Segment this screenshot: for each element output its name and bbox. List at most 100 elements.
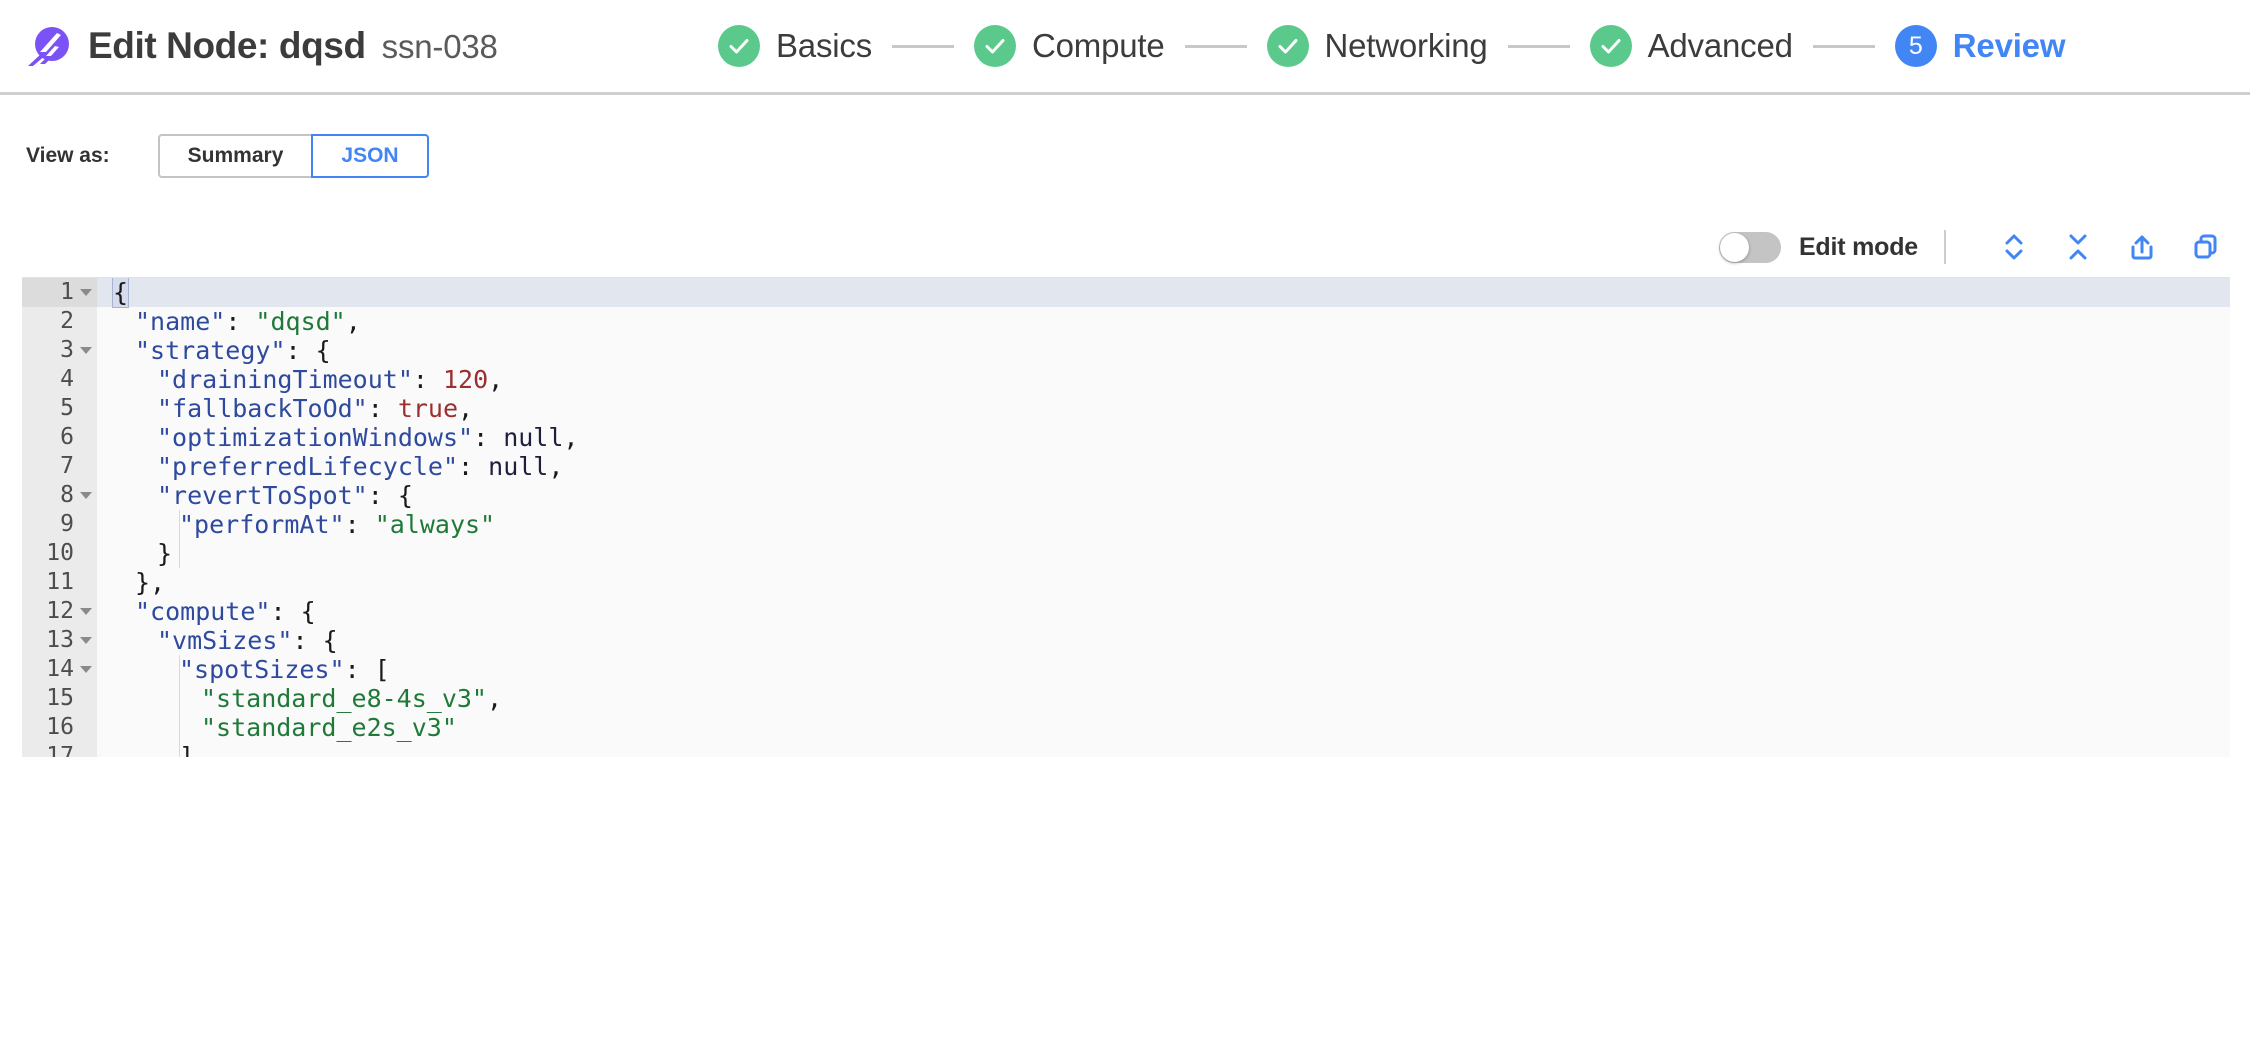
token-key: "name" bbox=[135, 307, 226, 336]
code-line-text: ], bbox=[97, 742, 2230, 757]
line-number-gutter: 8 bbox=[22, 481, 97, 510]
step-compute[interactable]: Compute bbox=[974, 25, 1165, 67]
code-line[interactable]: 6 "optimizationWindows": null, bbox=[22, 423, 2230, 452]
edit-mode-toggle-knob bbox=[1719, 232, 1749, 262]
fold-toggle-icon[interactable] bbox=[79, 489, 93, 503]
line-number-gutter: 13 bbox=[22, 626, 97, 655]
token-punc: : bbox=[473, 423, 504, 452]
code-line[interactable]: 17], bbox=[22, 742, 2230, 757]
code-line-text: "standard_e8-4s_v3", bbox=[97, 684, 2230, 713]
view-as-summary-button[interactable]: Summary bbox=[157, 134, 314, 178]
expand-all-icon[interactable] bbox=[1992, 227, 2036, 267]
copy-icon[interactable] bbox=[2184, 227, 2228, 267]
indent-guide bbox=[179, 510, 180, 568]
fold-toggle-icon[interactable] bbox=[79, 286, 93, 300]
step-compute-check-icon bbox=[974, 25, 1016, 67]
line-number-gutter: 4 bbox=[22, 365, 97, 394]
code-line[interactable]: 12"compute": { bbox=[22, 597, 2230, 626]
token-punc: : [ bbox=[344, 655, 390, 684]
code-line[interactable]: 15 "standard_e8-4s_v3", bbox=[22, 684, 2230, 713]
line-number: 13 bbox=[46, 627, 74, 653]
code-line-text: "preferredLifecycle": null, bbox=[97, 452, 2230, 481]
token-punc: : bbox=[412, 365, 443, 394]
token-key: "optimizationWindows" bbox=[157, 423, 474, 452]
step-advanced[interactable]: Advanced bbox=[1589, 25, 1793, 67]
code-line-text: "drainingTimeout": 120, bbox=[97, 365, 2230, 394]
code-line[interactable]: 14"spotSizes": [ bbox=[22, 655, 2230, 684]
json-code-editor[interactable]: 1{2"name": "dqsd",3"strategy": {4"draini… bbox=[22, 277, 2230, 757]
fold-toggle-icon[interactable] bbox=[79, 663, 93, 677]
code-line[interactable]: 3 "strategy": { bbox=[22, 336, 2230, 365]
code-line-text: "strategy": { bbox=[97, 336, 2230, 365]
code-line[interactable]: 2"name": "dqsd", bbox=[22, 307, 2230, 336]
line-number: 9 bbox=[60, 511, 74, 537]
token-key: "strategy" bbox=[135, 336, 286, 365]
code-line[interactable]: 1{ bbox=[22, 278, 2230, 308]
code-line[interactable]: 13 "vmSizes": { bbox=[22, 626, 2230, 655]
line-number: 6 bbox=[60, 424, 74, 450]
step-basics[interactable]: Basics bbox=[718, 25, 872, 67]
code-line[interactable]: 16"standard_e2s_v3" bbox=[22, 713, 2230, 742]
code-line-text: "vmSizes": { bbox=[97, 626, 2230, 655]
token-str: "standard_e8-4s_v3" bbox=[201, 684, 487, 713]
token-punc: , bbox=[488, 365, 504, 394]
code-line-text: "spotSizes": [ bbox=[97, 655, 2230, 684]
token-punc: : { bbox=[292, 626, 338, 655]
code-line[interactable]: 11}, bbox=[22, 568, 2230, 597]
indent-guide bbox=[179, 655, 180, 757]
code-line-text: "optimizationWindows": null, bbox=[97, 423, 2230, 452]
token-key: "revertToSpot" bbox=[157, 481, 368, 510]
wizard-stepper: Basics Compute Networking Advanced bbox=[700, 0, 2066, 92]
code-line[interactable]: 10} bbox=[22, 539, 2230, 568]
code-line[interactable]: 8 "revertToSpot": { bbox=[22, 481, 2230, 510]
view-as-label: View as: bbox=[26, 144, 110, 167]
step-advanced-label: Advanced bbox=[1647, 27, 1793, 64]
line-number: 8 bbox=[60, 482, 74, 508]
token-str: "dqsd" bbox=[255, 307, 346, 336]
code-line-text: }, bbox=[97, 568, 2230, 597]
token-punc: : bbox=[344, 510, 375, 539]
fold-toggle-icon[interactable] bbox=[79, 605, 93, 619]
editor-toolbar: Edit mode bbox=[0, 223, 2250, 271]
code-line[interactable]: 9"performAt": "always" bbox=[22, 510, 2230, 539]
code-line-text: "revertToSpot": { bbox=[97, 481, 2230, 510]
view-as-segmented-control[interactable]: Summary JSON bbox=[157, 134, 429, 178]
fold-toggle-icon[interactable] bbox=[79, 634, 93, 648]
token-null: null bbox=[503, 423, 564, 452]
collapse-all-icon[interactable] bbox=[2056, 227, 2100, 267]
export-icon[interactable] bbox=[2120, 227, 2164, 267]
token-punc: : { bbox=[270, 597, 316, 626]
line-number-gutter: 17 bbox=[22, 742, 97, 757]
step-networking-label: Networking bbox=[1324, 27, 1488, 64]
line-number: 1 bbox=[60, 279, 74, 305]
edit-mode-label: Edit mode bbox=[1798, 232, 1918, 261]
token-key: "compute" bbox=[135, 597, 271, 626]
line-number-gutter: 9 bbox=[22, 510, 97, 539]
token-key: "vmSizes" bbox=[157, 626, 293, 655]
token-punc: : bbox=[458, 452, 489, 481]
line-number: 3 bbox=[60, 337, 74, 363]
line-number: 10 bbox=[46, 540, 74, 566]
line-number: 5 bbox=[60, 395, 74, 421]
code-line[interactable]: 4"drainingTimeout": 120, bbox=[22, 365, 2230, 394]
token-punc: , bbox=[345, 307, 361, 336]
code-line[interactable]: 5"fallbackToOd": true, bbox=[22, 394, 2230, 423]
code-line-text: } bbox=[97, 539, 2230, 568]
token-num: 120 bbox=[442, 365, 489, 394]
token-punc: ], bbox=[179, 742, 210, 757]
fold-toggle-icon[interactable] bbox=[79, 344, 93, 358]
app-header: Edit Node: dqsd ssn-038 Basics Compute N… bbox=[0, 0, 2250, 95]
step-advanced-check-icon bbox=[1589, 25, 1632, 67]
edit-mode-toggle[interactable] bbox=[1718, 231, 1781, 263]
line-number: 15 bbox=[46, 685, 74, 711]
step-networking[interactable]: Networking bbox=[1266, 25, 1488, 67]
line-number-gutter: 10 bbox=[22, 539, 97, 568]
step-connector-4 bbox=[1812, 44, 1875, 48]
view-as-json-button[interactable]: JSON bbox=[311, 134, 429, 178]
token-key: "preferredLifecycle" bbox=[157, 452, 459, 481]
code-line[interactable]: 7"preferredLifecycle": null, bbox=[22, 452, 2230, 481]
step-review[interactable]: 5 Review bbox=[1894, 25, 2066, 67]
step-connector-1 bbox=[892, 44, 954, 48]
toolbar-divider bbox=[1944, 230, 1946, 264]
spot-logo-icon bbox=[22, 22, 70, 70]
